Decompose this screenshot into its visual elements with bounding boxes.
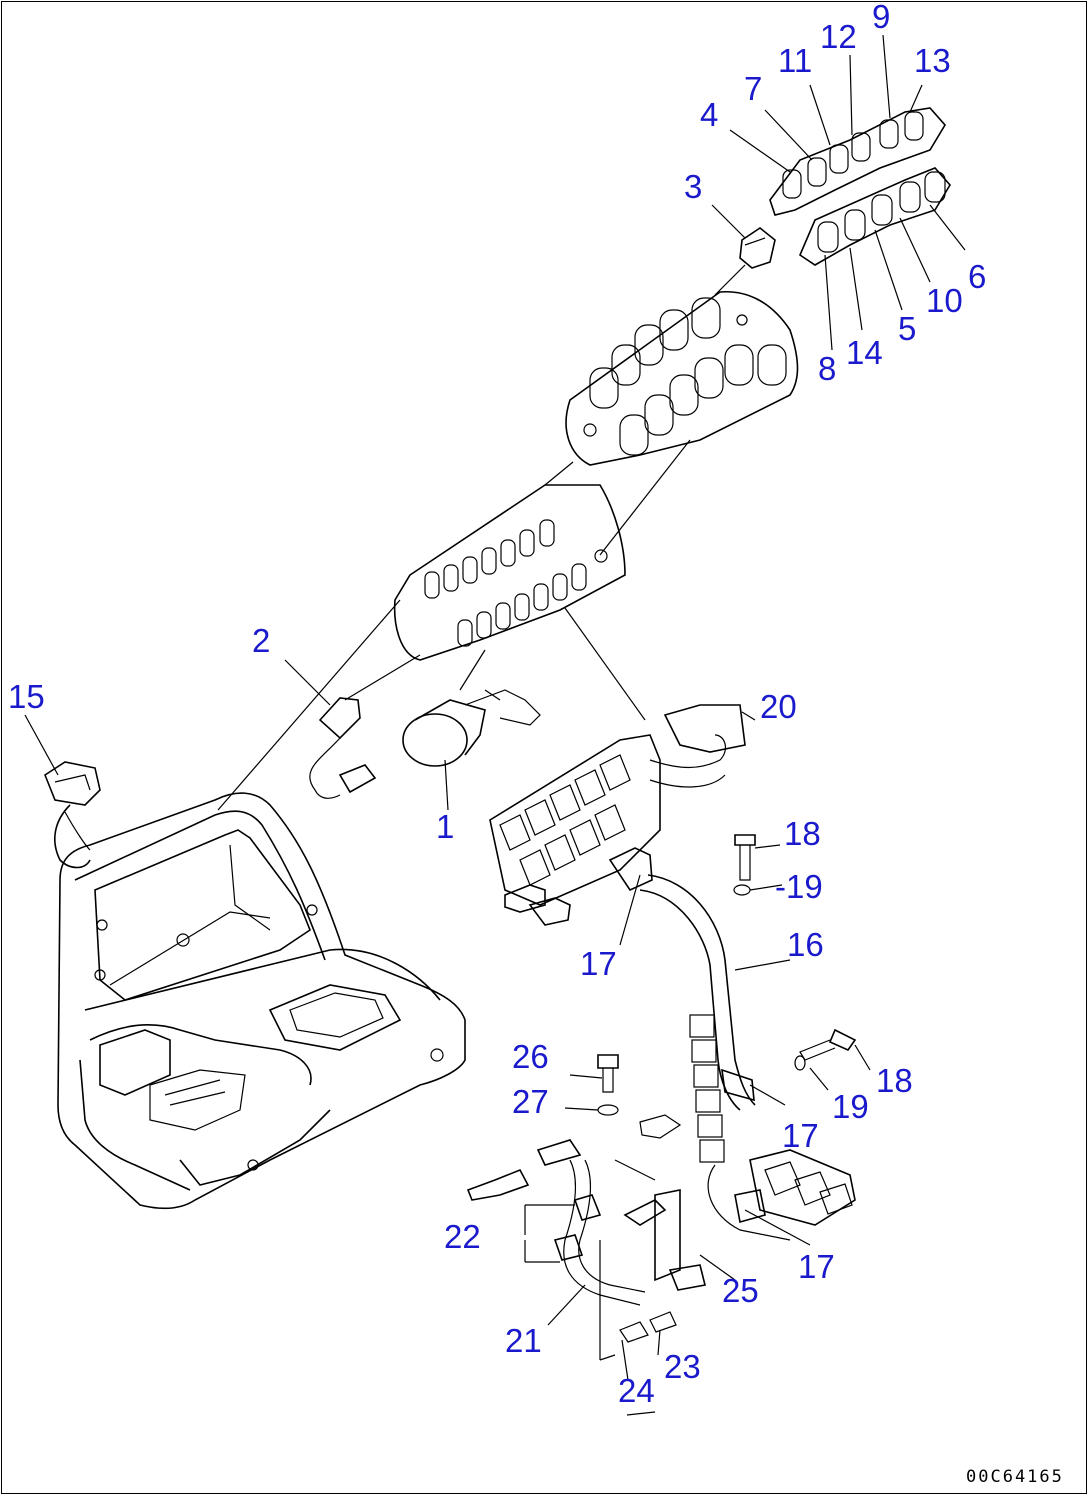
callout-13: 13 xyxy=(914,42,951,79)
lower-switch-panel xyxy=(393,484,626,661)
callout-27: 27 xyxy=(512,1083,549,1120)
drawing-code: 00C64165 xyxy=(966,1467,1064,1487)
part-3-knob xyxy=(739,227,776,269)
upper-switch-row xyxy=(769,107,946,216)
callout-18b: 18 xyxy=(876,1062,913,1099)
console-housing xyxy=(57,792,466,1210)
callout-3: 3 xyxy=(684,168,702,205)
callout-10: 10 xyxy=(926,282,963,319)
upper-switch-panel xyxy=(565,290,799,466)
callout-26: 26 xyxy=(512,1038,549,1075)
callout-9: 9 xyxy=(872,0,890,35)
callout-19a: -19 xyxy=(775,868,823,905)
callout-5: 5 xyxy=(898,310,916,347)
part-2-sensor xyxy=(309,697,377,799)
callout-22: 22 xyxy=(444,1218,481,1255)
callout-labels: 1 2 3 4 5 6 7 8 9 10 11 12 13 14 15 16 1… xyxy=(8,0,986,1409)
part-15-switch xyxy=(44,761,101,869)
callout-6: 6 xyxy=(968,258,986,295)
main-harness xyxy=(489,704,857,1241)
callout-2: 2 xyxy=(252,622,270,659)
callout-19b: 19 xyxy=(832,1088,869,1125)
callout-7: 7 xyxy=(744,70,762,107)
callout-1: 1 xyxy=(436,808,454,845)
callout-25: 25 xyxy=(722,1272,759,1309)
callout-14: 14 xyxy=(846,334,883,371)
part-26-27-bolt-washer xyxy=(597,1054,619,1116)
callout-17b: 17 xyxy=(782,1117,819,1154)
callout-17a: 17 xyxy=(580,945,617,982)
callout-16: 16 xyxy=(787,926,824,963)
callout-23: 23 xyxy=(664,1348,701,1385)
callout-18a: 18 xyxy=(784,815,821,852)
alignment-lines xyxy=(217,264,746,811)
part-1-key-switch xyxy=(402,689,541,767)
callout-17c: 17 xyxy=(798,1248,835,1285)
callout-15: 15 xyxy=(8,678,45,715)
callout-21: 21 xyxy=(505,1322,542,1359)
lower-switch-row xyxy=(799,167,951,266)
callout-8: 8 xyxy=(818,350,836,387)
callout-12: 12 xyxy=(820,18,857,55)
callout-20: 20 xyxy=(760,688,797,725)
callout-24: 24 xyxy=(618,1372,655,1409)
callout-11: 11 xyxy=(778,42,812,79)
leader-lines xyxy=(24,34,966,1381)
callout-4: 4 xyxy=(700,96,718,133)
